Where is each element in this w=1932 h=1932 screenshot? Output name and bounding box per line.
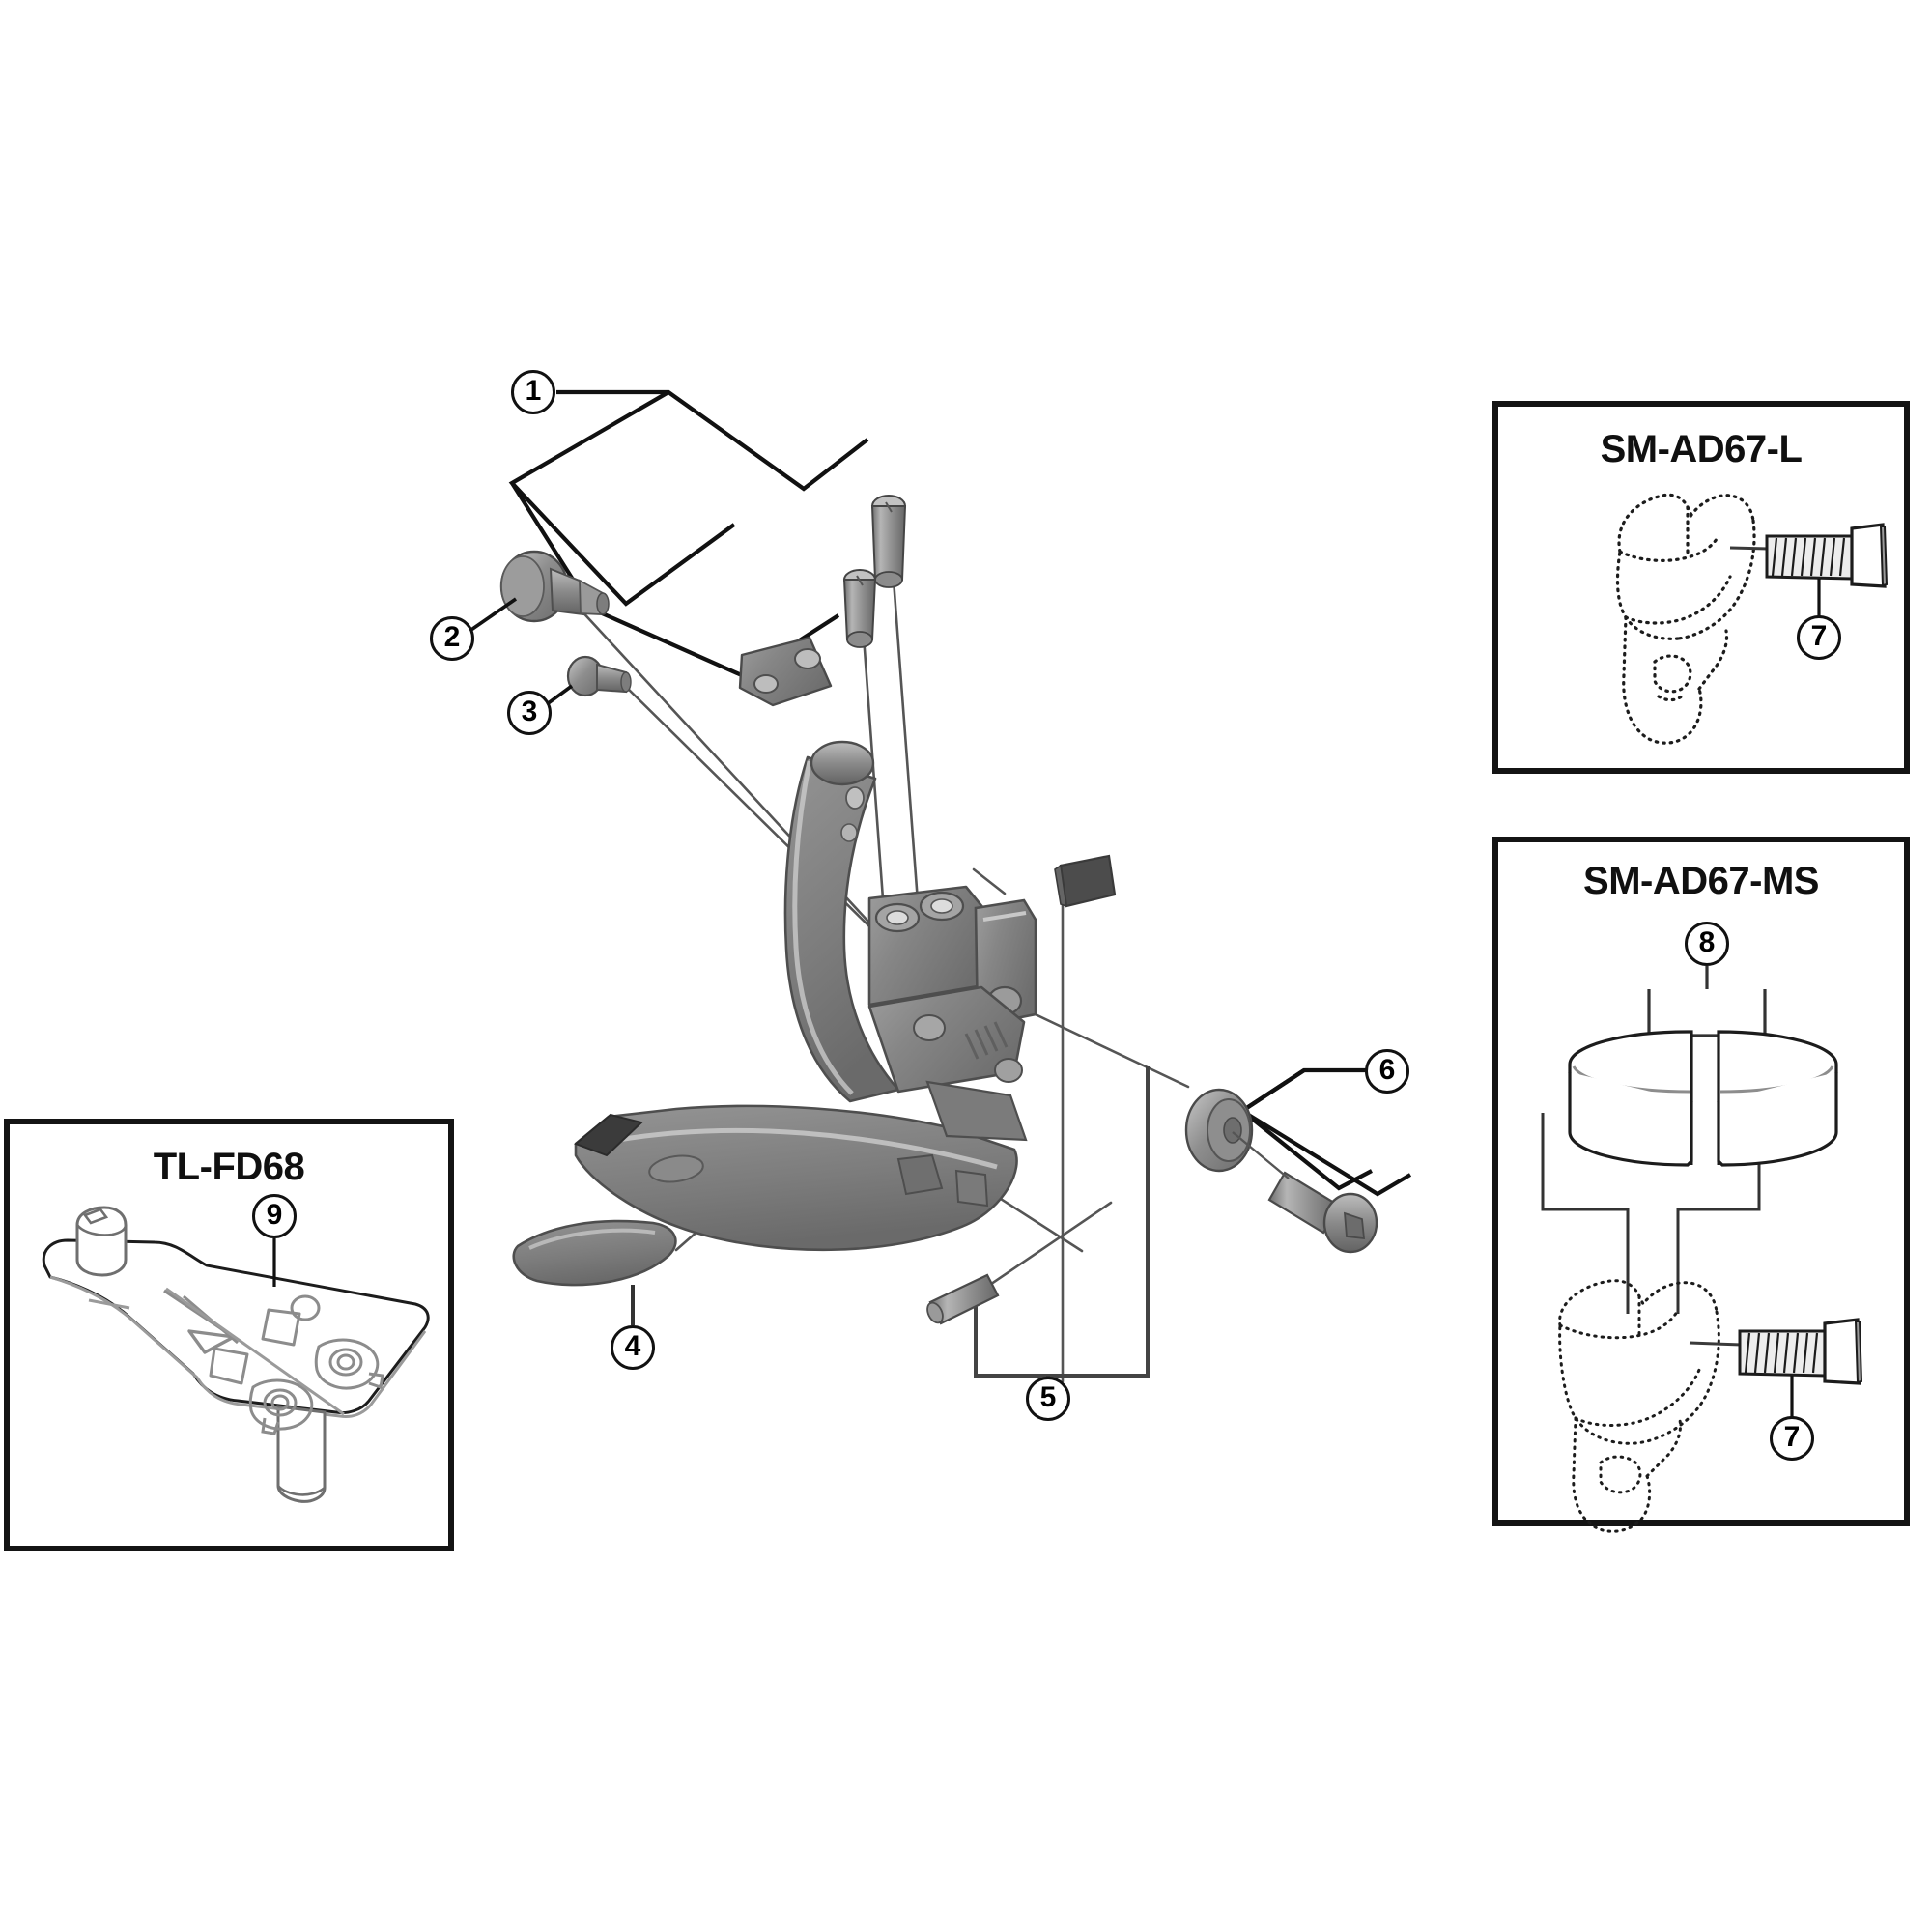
part-long-bolt	[870, 495, 907, 588]
panel-sm-ad67-l: SM-AD67-L	[1492, 401, 1910, 774]
part-mounting-plate	[738, 636, 833, 707]
callout-2: 2	[430, 616, 474, 661]
part-chain-guide-tip	[512, 1219, 677, 1287]
split-shim-ring-icon	[1568, 1030, 1838, 1167]
clamp-band-dashed-icon	[1558, 1279, 1720, 1533]
callout-5: 5	[1026, 1377, 1070, 1421]
part-cable-fixing-bolt	[464, 550, 610, 636]
setup-tool-plate-icon	[42, 1206, 430, 1503]
callout-4: 4	[611, 1325, 655, 1370]
part-derailleur-body	[574, 740, 1037, 1252]
callout-7: 7	[1770, 1416, 1814, 1461]
callout-9: 9	[252, 1194, 297, 1238]
panel-tl-fd68-graphics	[42, 1206, 430, 1503]
panel-title-sm-ad67-ms: SM-AD67-MS	[1583, 860, 1819, 902]
panel-tl-fd68: TL-FD68	[4, 1119, 454, 1551]
bracket-item-8	[1647, 966, 1767, 1037]
callout-6: 6	[1365, 1049, 1409, 1094]
callout-3: 3	[507, 691, 552, 735]
part-link-pin	[926, 1273, 1000, 1325]
part-cable-plate	[1054, 854, 1117, 908]
part-washer	[1184, 1088, 1254, 1173]
clamp-bolt-icon	[1729, 523, 1889, 617]
part-short-bolt	[842, 569, 877, 648]
clamp-band-dashed-icon	[1615, 493, 1756, 745]
part-support-bolt	[541, 655, 632, 709]
panel-sm-ad67-ms-graphics	[1541, 966, 1863, 1533]
panel-title-sm-ad67-l: SM-AD67-L	[1600, 428, 1803, 470]
panel-sm-ad67-l-graphics	[1615, 493, 1889, 745]
clamp-bolt-icon	[1689, 1318, 1863, 1418]
callout-8: 8	[1685, 922, 1729, 966]
panel-sm-ad67-ms: SM-AD67-MS	[1492, 837, 1910, 1533]
panel-title-tl-fd68: TL-FD68	[153, 1146, 305, 1188]
part-socket-bolt	[1232, 1131, 1378, 1254]
callout-1: 1	[511, 370, 555, 414]
callout-7: 7	[1797, 615, 1841, 660]
bracket-item-1	[508, 389, 869, 679]
